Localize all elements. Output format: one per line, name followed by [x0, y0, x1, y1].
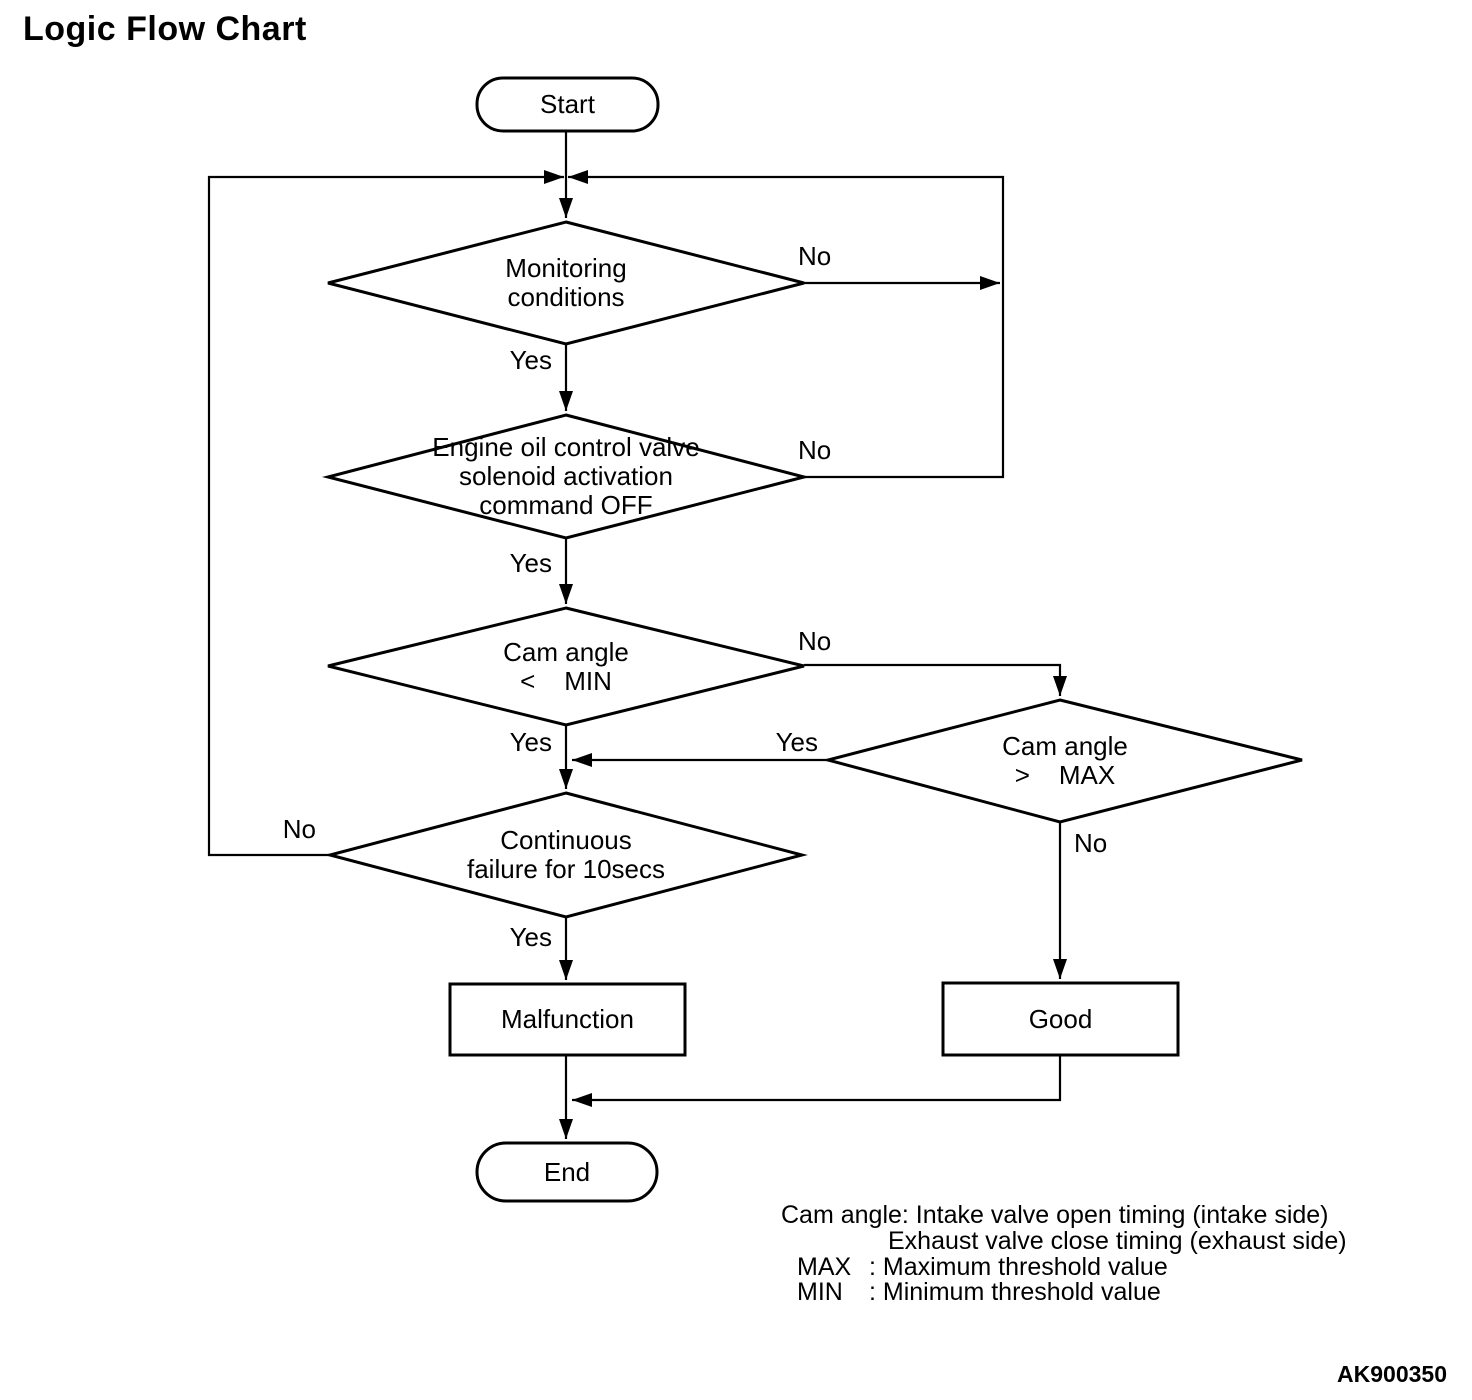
- d4-decision-shape: [822, 698, 1303, 824]
- d2-decision-shape: [322, 413, 810, 540]
- legend-max-desc: : Maximum threshold value: [869, 1253, 1168, 1281]
- d4-cam-angle-max-label: Cam angle > MAX: [1002, 731, 1128, 790]
- d1-yes-label: Yes: [509, 345, 552, 375]
- d4-yes-label: Yes: [775, 727, 818, 757]
- legend-cam-angle-line2: Exhaust valve close timing (exhaust side…: [888, 1227, 1347, 1255]
- legend-cam-angle-line1: Cam angle: Intake valve open timing (int…: [781, 1201, 1329, 1229]
- d3-cam-angle-min-label: Cam angle < MIN: [503, 636, 629, 696]
- malfunction-process-shape: [448, 982, 687, 1057]
- start-node-label: Start: [540, 89, 595, 119]
- d1-decision-shape: [327, 220, 805, 346]
- d2-yes-label: Yes: [509, 548, 552, 578]
- d5-continuous-failure-label: Continuous failure for 10secs: [467, 825, 665, 884]
- d3-decision-shape: [327, 606, 805, 727]
- edge-d3-no: [804, 663, 1067, 696]
- good-process-shape: [941, 981, 1180, 1057]
- d5-yes-label: Yes: [509, 922, 552, 952]
- d4-no-label: No: [1074, 828, 1108, 858]
- legend-min-desc: : Minimum threshold value: [869, 1278, 1161, 1306]
- good-node-label: Good: [1028, 1003, 1093, 1034]
- figure-code: AK900350: [1337, 1361, 1447, 1387]
- legend-max-term: MAX: [797, 1253, 852, 1281]
- malfunction-node-label: Malfunction: [501, 1004, 634, 1034]
- d3-no-label: No: [798, 626, 832, 656]
- legend-min-term: MIN: [797, 1278, 843, 1306]
- d1-no-label: No: [798, 241, 832, 271]
- end-terminator-shape: [475, 1141, 659, 1203]
- d5-decision-shape: [324, 791, 808, 919]
- d3-yes-label: Yes: [509, 727, 552, 757]
- page-title: Logic Flow Chart: [23, 10, 307, 48]
- d2-oil-control-valve-label: Engine oil control valve solenoid activa…: [432, 432, 700, 520]
- edge-d2-no-right-feedback: [568, 170, 1005, 479]
- start-terminator-shape: [475, 76, 660, 133]
- edge-d5-no-left-feedback: [207, 170, 564, 857]
- d5-no-label: No: [282, 814, 316, 844]
- edge-good-to-end: [572, 1055, 1062, 1107]
- d2-no-label: No: [798, 435, 832, 465]
- d1-monitoring-conditions-label: Monitoring conditions: [505, 253, 627, 312]
- end-node-label: End: [543, 1156, 591, 1187]
